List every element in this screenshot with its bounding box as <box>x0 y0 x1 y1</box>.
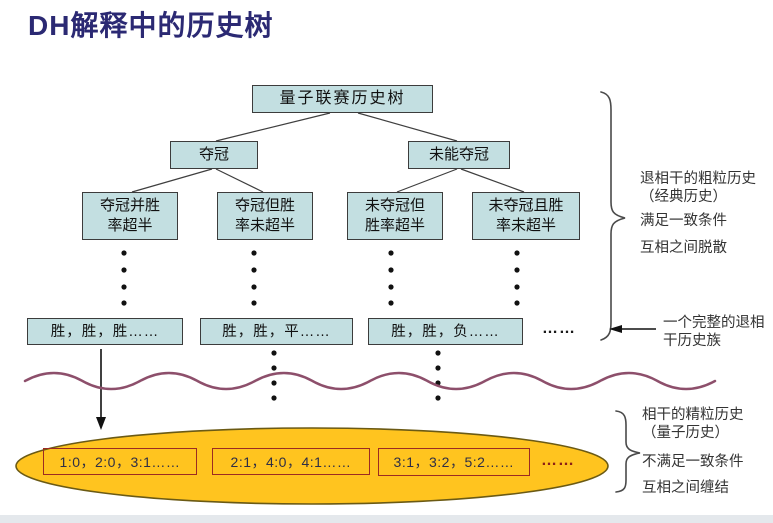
annotation-line: 互相之间缠结 <box>642 480 729 496</box>
tree-node-champion: 夺冠 <box>170 141 258 169</box>
tree-node-l3-2: 夺冠但胜 率未超半 <box>217 192 313 240</box>
classical-annotation: 退相干的粗粒历史 （经典历史） 满足一致条件 互相之间脱散 <box>640 170 770 257</box>
annotation-line: 不满足一致条件 <box>642 454 744 470</box>
decoherent-family-label: 一个完整的退相 干历史族 <box>663 314 773 350</box>
leaf-history-box-1: 胜，胜，胜…… <box>27 318 183 345</box>
down-arrow <box>96 349 106 430</box>
quantum-annotation: 相干的精粒历史 （量子历史） 不满足一致条件 互相之间缠结 <box>642 406 772 497</box>
curly-brace-quantum <box>615 410 641 493</box>
vertical-ellipsis-dots-lower <box>271 350 441 401</box>
node-label-line: 未夺冠且胜 <box>488 197 564 214</box>
vertical-ellipsis-dots <box>121 250 520 306</box>
node-label-line: 未夺冠但 <box>364 197 425 214</box>
page-title: DH解释中的历史树 <box>28 10 274 41</box>
annotation-line: 满足一致条件 <box>640 213 727 229</box>
tree-connector-lines <box>131 112 525 193</box>
wavy-divider-line <box>23 371 717 391</box>
node-label-line: 夺冠并胜 <box>99 197 160 214</box>
tree-node-l3-1: 夺冠并胜 率超半 <box>82 192 178 240</box>
quantum-history-box-1: 1:0，2:0，3:1…… <box>43 448 197 475</box>
leaf-row-ellipsis: …… <box>542 320 576 337</box>
quantum-history-box-3: 3:1，3:2，5:2…… <box>378 448 530 476</box>
annotation-line: 退相干的粗粒历史 <box>640 171 756 187</box>
tree-node-l3-4: 未夺冠且胜 率未超半 <box>472 192 580 240</box>
annotation-line: 一个完整的退相 <box>663 315 765 331</box>
node-label-line: 夺冠但胜 <box>234 197 295 214</box>
quantum-histories-ellipse <box>15 427 609 505</box>
leaf-history-box-2: 胜，胜，平…… <box>200 318 353 345</box>
quantum-history-box-2: 2:1，4:0，4:1…… <box>212 448 370 475</box>
annotation-line: 互相之间脱散 <box>640 240 727 256</box>
tree-root-box: 量子联赛历史树 <box>252 85 433 113</box>
tree-node-no-champion: 未能夺冠 <box>408 141 510 169</box>
node-label-line: 率未超半 <box>495 217 556 234</box>
node-label-line: 率超半 <box>107 217 153 234</box>
annotation-line: （量子历史） <box>642 425 729 441</box>
node-label-line: 率未超半 <box>234 217 295 234</box>
tree-node-l3-3: 未夺冠但 胜率超半 <box>347 192 443 240</box>
leaf-history-box-3: 胜，胜，负…… <box>368 318 523 345</box>
annotation-line: 相干的精粒历史 <box>642 407 744 423</box>
curly-brace-classical <box>600 91 626 341</box>
left-arrow <box>609 325 656 333</box>
node-label-line: 胜率超半 <box>364 217 425 234</box>
annotation-line: 干历史族 <box>663 333 721 349</box>
quantum-row-ellipsis: …… <box>541 452 575 469</box>
annotation-line: （经典历史） <box>640 189 727 205</box>
bottom-edge-strip <box>0 515 773 523</box>
